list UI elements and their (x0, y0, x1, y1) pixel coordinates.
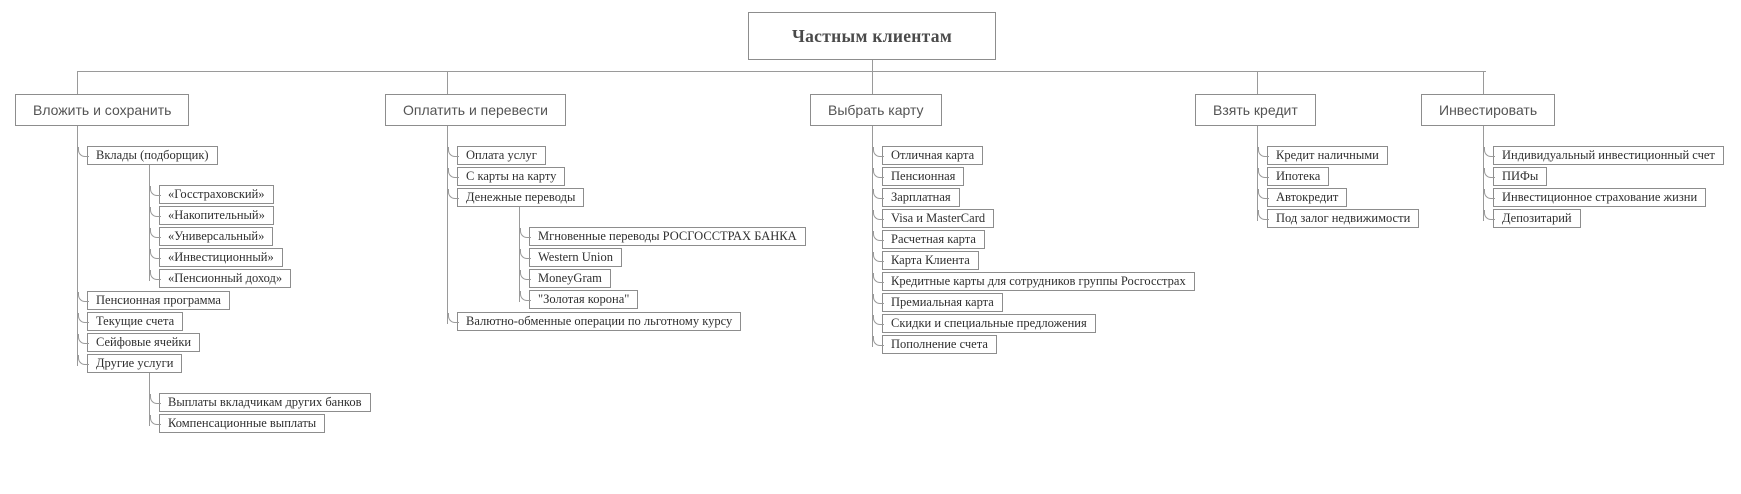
tree-row: «Инвестиционный» (149, 247, 371, 268)
mindmap-node[interactable]: «Накопительный» (150, 206, 274, 225)
mindmap-node[interactable]: Пополнение счета (873, 335, 997, 354)
tree-row: Вклады (подборщик) «Госстраховский» «Накоп… (77, 126, 371, 290)
tree-row: Выплаты вкладчикам других банков (149, 373, 371, 413)
mindmap-node[interactable]: Пенсионная (872, 167, 965, 186)
tree-row: Кредитные карты для сотрудников группы Р… (872, 271, 1195, 292)
mindmap-node[interactable]: ПИФы (1483, 167, 1548, 186)
tree-row: Инвестиционное страхование жизни (1483, 187, 1724, 208)
tree-row: Премиальная карта (872, 292, 1195, 313)
tree-row: Western Union (519, 247, 806, 268)
mindmap-node[interactable]: «Госстраховский» (150, 185, 274, 204)
tree-row: Мгновенные переводы РОСГОССТРАХ БАНКА (519, 207, 806, 247)
mindmap-node[interactable]: Зарплатная (873, 188, 960, 207)
mindmap-node[interactable]: «Пенсионный доход» (149, 269, 292, 288)
mindmap-node[interactable]: Депозитарий (1484, 209, 1581, 228)
tree-row: Зарплатная (872, 187, 1195, 208)
mindmap-node[interactable]: Western Union (519, 248, 623, 267)
mindmap-node[interactable]: «Инвестиционный» (150, 248, 283, 267)
tree-row: «Накопительный» (149, 205, 371, 226)
tree-row: Автокредит (1256, 187, 1419, 208)
branch-node[interactable]: Оплатить и перевести (385, 94, 566, 126)
tree-row: MoneyGram (519, 268, 806, 289)
branch-node[interactable]: Вложить и сохранить (15, 94, 190, 126)
tree-row: Пенсионная (872, 166, 1195, 187)
mindmap-node[interactable]: Кредитные карты для сотрудников группы Р… (873, 272, 1195, 291)
mindmap-node[interactable]: Инвестиционное страхование жизни (1483, 188, 1707, 207)
mindmap-node[interactable]: Ипотека (1257, 167, 1330, 186)
mindmap-node[interactable]: Мгновенные переводы РОСГОССТРАХ БАНКА (520, 227, 806, 246)
mindmap-node[interactable]: Выплаты вкладчикам других банков (150, 393, 371, 412)
children-list: Вклады (подборщик) «Госстраховский» «Накоп… (15, 126, 371, 435)
tree-row: Ипотека (1256, 166, 1419, 187)
mindmap-node[interactable]: Вклады (подборщик) (78, 146, 218, 165)
tree-row: Оплата услуг (447, 126, 806, 166)
mindmap-node[interactable]: Автокредит (1257, 188, 1348, 207)
mindmap-node[interactable]: Расчетная карта (873, 230, 985, 249)
mindmap-node[interactable]: Visa и MasterCard (872, 209, 995, 228)
connector-root-stub (872, 60, 873, 71)
mindmap-node[interactable]: Скидки и специальные предложения (873, 314, 1096, 333)
branch-node[interactable]: Инвестировать (1421, 94, 1556, 126)
tree-row: "Золотая корона" (519, 289, 806, 310)
mindmap-node[interactable]: Индивидуальный инвестиционный счет (1484, 146, 1724, 165)
tree-row: Скидки и специальные предложения (872, 313, 1195, 334)
tree-row: Под залог недвижимости (1256, 208, 1420, 229)
tree-row: ПИФы (1483, 166, 1724, 187)
mindmap-node[interactable]: Валютно-обменные операции по льготному к… (447, 312, 742, 331)
children-list: «Госстраховский» «Накопительный» «Универса… (87, 165, 371, 289)
mindmap-node[interactable]: Пенсионная программа (78, 291, 230, 310)
mindmap-node[interactable]: «Универсальный» (149, 227, 274, 246)
mindmap-node[interactable]: Премиальная карта (873, 293, 1003, 312)
tree-row: Пенсионная программа (77, 290, 371, 311)
tree-row: Индивидуальный инвестиционный счет (1483, 126, 1724, 166)
mindmap-node[interactable]: Под залог недвижимости (1257, 209, 1420, 228)
tree-row: Депозитарий (1483, 208, 1724, 229)
mindmap-node[interactable]: Денежные переводы (447, 188, 585, 207)
tree-row: Кредит наличными (1256, 126, 1419, 166)
mindmap-node[interactable]: Оплата услуг (448, 146, 546, 165)
tree-row: Отличная карта (872, 126, 1195, 166)
tree-row: Visa и MasterCard (872, 208, 1195, 229)
branch-node[interactable]: Взять кредит (1195, 94, 1316, 126)
tree-row: Расчетная карта (872, 229, 1195, 250)
mindmap-node[interactable]: Текущие счета (77, 312, 184, 331)
tree-row: Сейфовые ячейки (77, 332, 371, 353)
root-node[interactable]: Частным клиентам (748, 12, 996, 60)
mindmap-node[interactable]: С карты на карту (447, 167, 566, 186)
tree-row: «Госстраховский» (149, 165, 371, 205)
mindmap-node[interactable]: Кредит наличными (1258, 146, 1388, 165)
tree-row: Карта Клиента (872, 250, 1195, 271)
tree-row: Валютно-обменные операции по льготному к… (447, 311, 806, 332)
mindmap-node[interactable]: Другие услуги (77, 354, 183, 373)
branch-node[interactable]: Выбрать карту (810, 94, 942, 126)
tree-row: «Пенсионный доход» (149, 268, 371, 289)
mindmap-node[interactable]: Компенсационные выплаты (149, 414, 326, 433)
mindmap-node[interactable]: Карта Клиента (873, 251, 979, 270)
children-list: Мгновенные переводы РОСГОССТРАХ БАНКА Wes… (457, 207, 806, 310)
tree-row: С карты на карту (447, 166, 806, 187)
tree-row: «Универсальный» (149, 226, 371, 247)
mindmap-node[interactable]: MoneyGram (520, 269, 611, 288)
mindmap-node[interactable]: "Золотая корона" (519, 290, 639, 309)
connector-horizontal-bar (77, 71, 1486, 72)
tree-row: Компенсационные выплаты (149, 413, 371, 434)
mindmap-node[interactable]: Отличная карта (872, 146, 984, 165)
tree-row: Текущие счета (77, 311, 371, 332)
mindmap-node[interactable]: Сейфовые ячейки (77, 333, 201, 352)
tree-row: Пополнение счета (872, 334, 1195, 355)
